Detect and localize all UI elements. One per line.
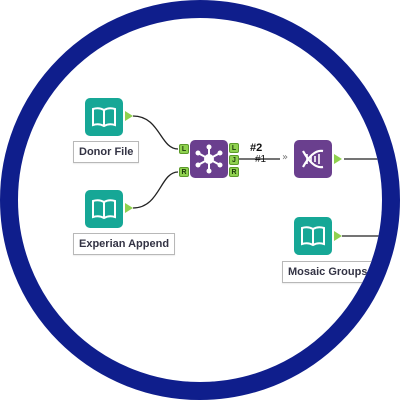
- join-left-output-anchor[interactable]: L: [229, 143, 239, 153]
- join-right-output-anchor[interactable]: R: [229, 167, 239, 177]
- join-tool[interactable]: [190, 140, 228, 178]
- join-right-input-anchor[interactable]: R: [179, 167, 189, 177]
- join-icon: [195, 144, 223, 174]
- dna-icon: [302, 149, 324, 169]
- donor-file-output-anchor[interactable]: [125, 111, 133, 121]
- donor-file-label: Donor File: [73, 141, 140, 163]
- experian-append-tool[interactable]: [85, 190, 123, 228]
- join-join-output-anchor[interactable]: J: [229, 155, 239, 165]
- wire-donor-to-join: [132, 115, 179, 150]
- mosaic-groups-tool[interactable]: [294, 217, 332, 255]
- donor-file-tool[interactable]: [85, 98, 123, 136]
- book-icon: [92, 199, 116, 220]
- join-left-input-anchor[interactable]: L: [179, 144, 189, 154]
- mosaic-groups-label: Mosaic Groups: [282, 261, 374, 283]
- stream-label-top: #2: [250, 142, 263, 154]
- dna-tool-output-anchor[interactable]: [334, 154, 342, 164]
- book-icon: [301, 226, 325, 247]
- wire-experian-to-join: [132, 171, 179, 209]
- experian-append-output-anchor[interactable]: [125, 203, 133, 213]
- book-icon: [92, 107, 116, 128]
- mosaic-groups-output-anchor[interactable]: [334, 231, 342, 241]
- dna-tool[interactable]: [294, 140, 332, 178]
- experian-append-label: Experian Append: [73, 233, 176, 255]
- stream-label-bottom: #1: [255, 154, 267, 165]
- connection-chevron-icon: »: [282, 152, 289, 163]
